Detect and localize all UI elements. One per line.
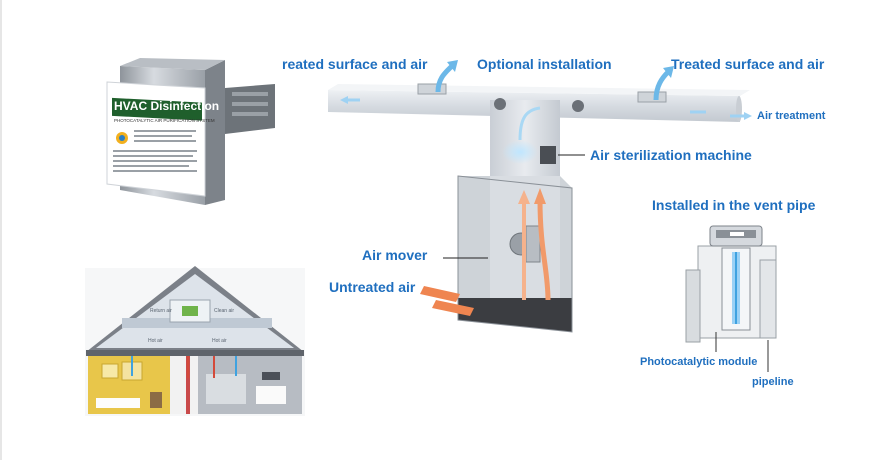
- leader-lines: [443, 154, 585, 259]
- label-photocatalytic-module: Photocatalytic module: [640, 356, 758, 368]
- label-treated-right: Treated surface and air: [671, 56, 825, 72]
- label-treated-left: reated surface and air: [282, 56, 428, 72]
- label-optional-installation: Optional installation: [477, 56, 612, 72]
- label-untreated-air: Untreated air: [329, 279, 416, 295]
- attic-label-1: Return air: [150, 308, 172, 314]
- label-installed-in-vent-pipe: Installed in the vent pipe: [652, 197, 816, 213]
- label-pipeline: pipeline: [752, 376, 794, 388]
- vent-pipe-illustration: [685, 225, 777, 372]
- attic-label-4: Hot air: [212, 338, 227, 344]
- product-box-subtitle: PHOTOCATALYTIC AIR PURIFICATION SYSTEM: [114, 118, 215, 123]
- house-illustration: Return air Clean air Hot air Hot air: [85, 266, 305, 416]
- label-air-treatment: Air treatment: [757, 110, 826, 122]
- airflow-arrows: [340, 60, 752, 316]
- attic-label-2: Clean air: [214, 308, 234, 314]
- product-box-image: HVAC Disinfection PHOTOCATALYTIC AIR PUR…: [106, 58, 275, 205]
- label-air-mover: Air mover: [362, 247, 428, 263]
- left-border: [0, 0, 2, 460]
- label-air-sterilization-machine: Air sterilization machine: [590, 147, 752, 163]
- product-box-title: HVAC Disinfection: [114, 99, 219, 113]
- attic-label-3: Hot air: [148, 338, 163, 344]
